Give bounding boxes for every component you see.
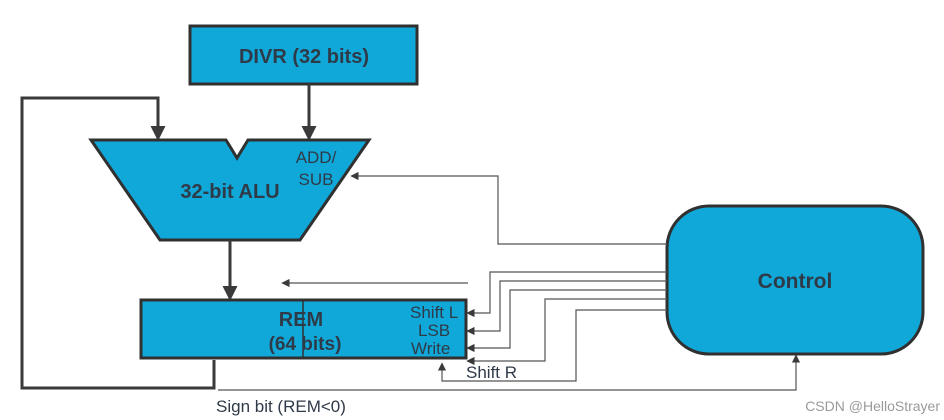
divr-register [188,24,419,86]
alu-op-sub: SUB [299,170,334,189]
rem-port-lsb: LSB [418,321,450,340]
sign-bit-label: Sign bit (REM<0) [216,397,346,416]
rem-feedback-loop [20,96,216,390]
shift-right-label: Shift R [466,363,517,382]
alu-label: 32-bit ALU [180,181,279,203]
rem-sublabel: (64 bits) [269,334,342,355]
rem-label: REM [279,309,323,331]
divr-label: DIVR (32 bits) [239,46,369,68]
control-to-rem-shift-left [466,271,667,318]
sign-bit-line [218,354,801,391]
alu-op-add: ADD/ [296,148,337,167]
watermark: CSDN @HelloStrayer [805,398,940,414]
rem-port-shift-left: Shift L [410,303,458,322]
control-to-rem-write [466,289,667,353]
rem-port-write: Write [411,339,450,358]
control-to-rem-shift-right [466,298,667,366]
alu-block [88,138,372,242]
control-to-rem-lsb [466,280,667,336]
control-to-alu-addsub [350,171,667,245]
control-block [665,204,925,356]
control-label: Control [758,270,833,293]
control-shift-right-line [437,309,667,382]
